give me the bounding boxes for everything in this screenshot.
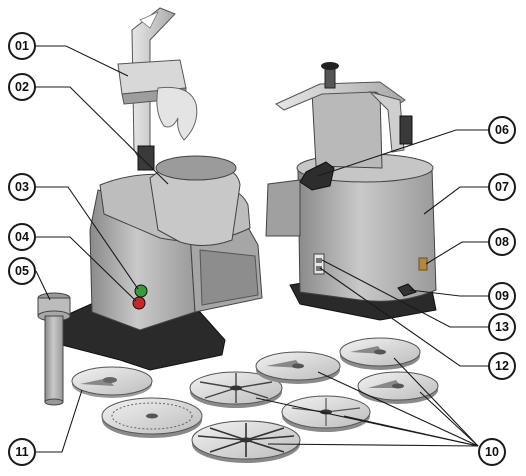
disc-grating-3 <box>191 420 301 463</box>
callout-08: 08 <box>488 228 516 256</box>
right-hopper <box>311 85 383 169</box>
pusher-lever <box>117 7 198 171</box>
callout-10: 10 <box>478 438 506 466</box>
callout-09: 09 <box>488 282 516 310</box>
food-pusher <box>37 292 71 406</box>
callout-07: 07 <box>488 173 516 201</box>
brass-fitting <box>418 257 428 271</box>
callout-04: 04 <box>8 223 36 251</box>
callout-05: 05 <box>8 257 36 285</box>
callout-12: 12 <box>488 352 516 380</box>
leader-lines <box>35 45 488 453</box>
lock-knob <box>299 161 335 191</box>
callout-03: 03 <box>8 173 36 201</box>
disc-grating-4 <box>281 395 371 432</box>
disc-slicer-3 <box>357 371 439 404</box>
right-motor-housing <box>265 179 301 237</box>
disc-slicer-1 <box>255 351 341 384</box>
left-machine <box>59 7 263 371</box>
disc-grating-2 <box>189 371 283 408</box>
disc-11 <box>71 366 153 398</box>
right-machine <box>265 62 437 321</box>
callout-13: 13 <box>488 313 516 341</box>
disc-grating-1 <box>101 397 203 438</box>
callout-11: 11 <box>8 438 36 466</box>
callout-02: 02 <box>8 73 36 101</box>
callout-06: 06 <box>488 116 516 144</box>
callout-01: 01 <box>8 32 36 60</box>
disc-slicer-2 <box>339 337 421 370</box>
cutting-discs <box>71 337 439 463</box>
red-stop-button <box>132 296 146 310</box>
